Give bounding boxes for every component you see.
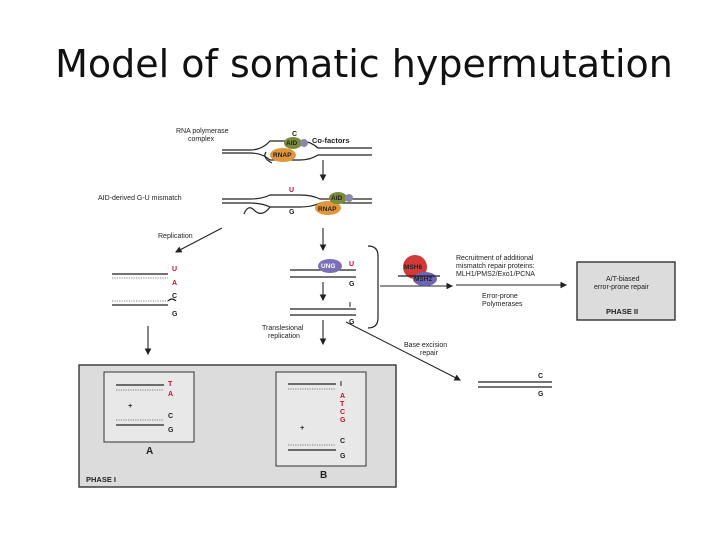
rep-base-a: A [172,280,177,287]
panel-a-base-a: A [168,391,173,398]
panel-a-label: A [146,446,153,457]
phase1-name: PHASE I [86,475,116,484]
panel-a-base-t: T [168,381,173,388]
panel-b-abasic: I [340,381,342,388]
panel-a-base-c: C [168,413,173,420]
rnap-complex-label: RNA polymerase [176,128,229,135]
cofactors-label: Co-factors [312,136,350,145]
panel-b-bottom-c: C [340,438,345,445]
ber-base-c: C [538,373,543,380]
rnap-complex-label-2: complex [188,136,215,143]
rep-base-g: G [172,311,178,318]
rep-base-c: C [172,293,177,300]
mismatch-label: AID-derived G-U mismatch [98,195,182,202]
panel-b-base-a: A [340,393,345,400]
panel-b [275,371,367,467]
step1-cofactor [300,139,308,147]
abasic-site: I [349,302,351,309]
ber-base-g: G [538,391,544,398]
panel-b-bottom-g: G [340,453,346,460]
step1-aid-protein [284,137,302,149]
arrow-replication [175,227,223,253]
replication-label: Replication [158,233,193,240]
polymerases-line2: Polymerases [482,301,523,308]
ung-base-g: G [349,281,355,288]
step2-base-u: U [289,187,294,194]
panel-b-base-c: C [340,409,345,416]
panel-a [103,371,195,443]
step1-bottom-strand [222,152,372,161]
phase2-line2: error-prone repair [594,284,650,291]
polymerases-line1: Error-prone [482,293,518,300]
recruitment-line2: mismatch repair proteins: [456,263,535,270]
step2-top-strand [222,194,372,200]
step1-aid-label: AID [286,140,298,147]
phase2-line1: A/T-biased [606,276,640,283]
recruitment-line1: Recruitment of additional [456,255,534,262]
panel-b-label: B [320,470,327,481]
ber-line1: Base excision [404,342,447,349]
step2-rnap-label: RNAP [318,206,337,213]
msh6-label: MSH6 [404,264,422,271]
phase2-name: PHASE II [606,307,638,316]
recruitment-line3: MLH1/PMS2/Exo1/PCNA [456,271,535,278]
step2-bottom-strand [222,202,372,208]
panel-a-base-g: G [168,427,174,434]
branch-bracket [367,245,379,329]
translesional-line2: replication [268,333,300,340]
step1-rnap-protein [270,148,296,162]
rep-base-u: U [172,266,177,273]
panel-b-plus: + [300,423,305,432]
translesional-line1: Translesional [262,325,304,332]
ung-base-u: U [349,261,354,268]
step2-aid-protein [329,192,347,204]
step1-base-c: C [292,131,297,138]
panel-b-base-t: T [340,401,345,408]
step2-base-g: G [289,209,295,216]
ber-line2: repair [420,350,439,357]
ung-label: UNG [321,263,335,270]
step1-rna-tail [264,151,273,164]
abasic-base-g: G [349,319,355,326]
arrow-ber [345,321,461,381]
step2-aid-label: AID [331,195,343,202]
panel-b-base-g: G [340,417,346,424]
step1-rnap-label: RNAP [273,152,292,159]
panel-a-plus: + [128,401,133,410]
step2-rnap-protein [315,201,341,215]
step2-cofactor [345,194,353,202]
step2-rna-tail [243,206,271,215]
msh2-label: MSH2 [414,276,432,283]
phase2-box [576,261,676,321]
slide-title: Model of somatic hypermutation [55,42,673,86]
ung-protein [318,259,342,273]
